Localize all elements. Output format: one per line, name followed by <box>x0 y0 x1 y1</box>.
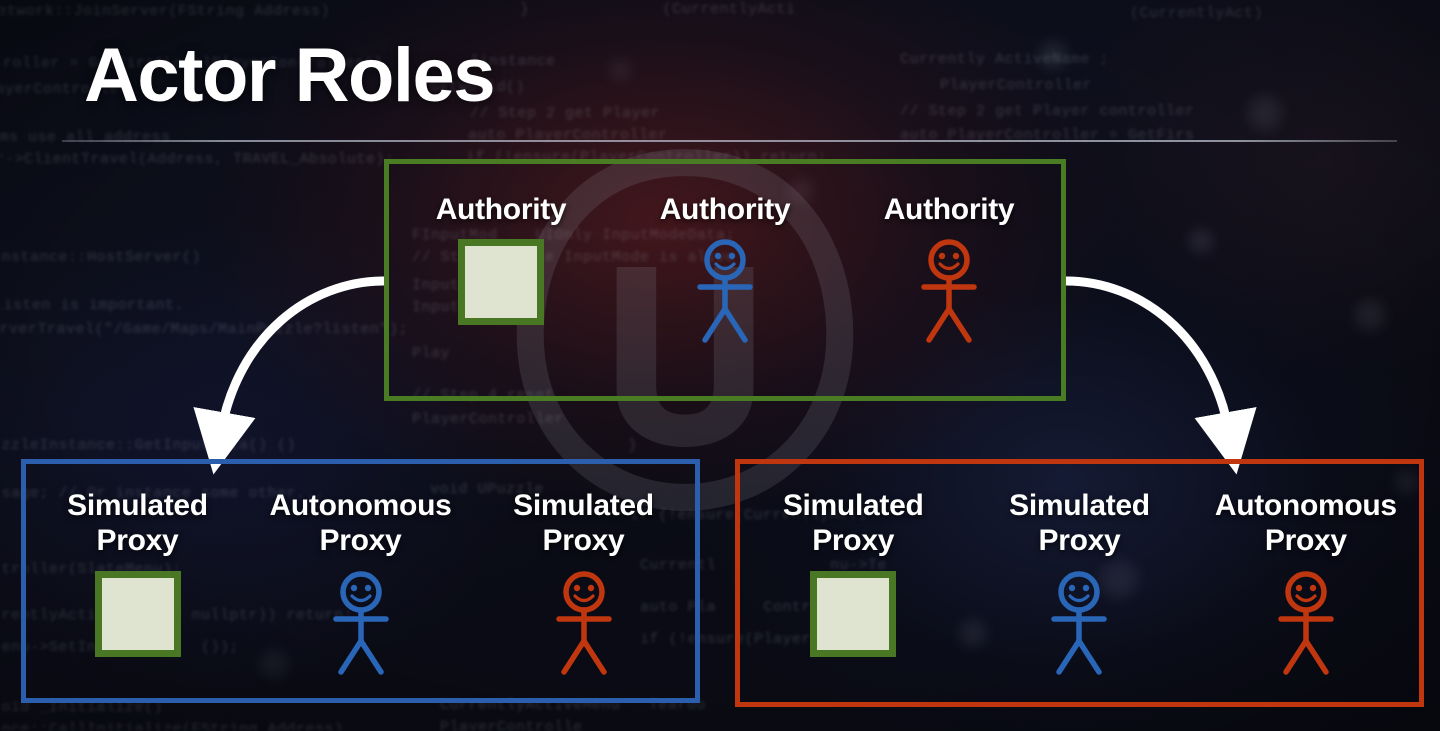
actor-item: Authority <box>396 192 606 351</box>
stick-figure-icon <box>332 571 389 675</box>
group-box-server-authority: Authority Authority <box>384 159 1066 401</box>
page-title: Actor Roles <box>84 33 496 118</box>
actor-item: Simulated Proxy <box>479 488 689 683</box>
actor-glyph <box>1046 571 1112 683</box>
actor-item: Authority <box>844 192 1054 351</box>
actor-label: Simulated Proxy <box>513 489 654 558</box>
actor-item: Autonomous Proxy <box>256 488 466 683</box>
actor-label: Simulated Proxy <box>67 489 208 558</box>
actor-label: Simulated Proxy <box>1009 489 1150 558</box>
actor-glyph <box>810 570 897 683</box>
actor-label: Simulated Proxy <box>782 489 924 558</box>
actor-glyph <box>916 239 982 351</box>
server-square-icon <box>94 570 181 657</box>
actor-item: Simulated Proxy <box>33 488 243 683</box>
actor-item: Authority <box>620 192 830 351</box>
actor-glyph <box>692 239 758 351</box>
actor-item: Simulated Proxy <box>748 488 958 683</box>
actor-item: Autonomous Proxy <box>1201 488 1411 683</box>
actor-glyph <box>94 570 181 683</box>
actor-glyph <box>1273 571 1339 683</box>
group-box-client-blue: Simulated Proxy Autonomous Proxy <box>21 459 700 703</box>
actor-label: Autonomous Proxy <box>1214 489 1397 558</box>
actor-glyph <box>328 571 394 683</box>
actor-label: Authority <box>883 193 1015 226</box>
title-divider <box>62 140 1397 142</box>
actor-item: Simulated Proxy <box>974 488 1184 683</box>
server-square-icon <box>458 239 544 326</box>
actor-glyph <box>551 571 617 683</box>
stick-figure-icon <box>921 239 977 344</box>
actor-glyph <box>458 239 544 351</box>
actor-label: Autonomous Proxy <box>269 489 452 558</box>
group-box-client-red: Simulated Proxy Simulated Proxy <box>735 459 1424 707</box>
stick-figure-icon <box>1278 571 1334 675</box>
stick-figure-icon <box>555 571 612 675</box>
server-square-icon <box>810 570 897 657</box>
stick-figure-icon <box>1051 571 1108 675</box>
stick-figure-icon <box>697 239 753 344</box>
actor-label: Authority <box>659 193 791 226</box>
actor-label: Authority <box>435 193 567 226</box>
